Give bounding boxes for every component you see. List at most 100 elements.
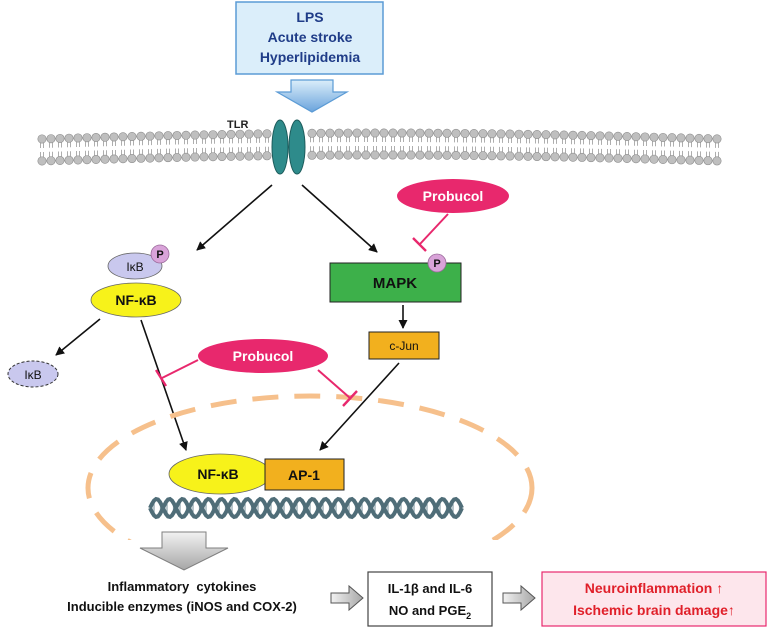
lipid-head	[226, 151, 236, 161]
lipid-head	[253, 151, 263, 161]
lipid-head	[667, 155, 677, 165]
arrow-cjun-to-ap1	[319, 362, 400, 451]
lipid-head	[640, 132, 650, 142]
lipid-head	[100, 132, 110, 142]
lipid-head	[217, 152, 227, 162]
lipid-head	[118, 132, 128, 142]
output-step3-line2: Ischemic brain damage↑	[573, 602, 735, 618]
lipid-head	[550, 130, 560, 140]
ikb-released-node: IκB	[7, 360, 59, 388]
lipid-head	[379, 150, 389, 160]
nucleus-output-arrow	[139, 531, 229, 571]
lipid-head	[208, 130, 218, 140]
probucol-label-top: Probucol	[423, 188, 484, 204]
lipid-head	[451, 150, 461, 160]
lipid-head	[316, 150, 326, 160]
nfkb-node: NF-κB	[90, 282, 182, 318]
lipid-head	[631, 154, 641, 164]
lipid-head	[262, 151, 272, 161]
lipid-head	[199, 152, 209, 162]
lipid-head	[559, 130, 569, 140]
ap1-node: AP-1	[264, 458, 345, 491]
output-step1-line1: Inflammatory cytokines	[108, 579, 257, 594]
lipid-head	[442, 150, 452, 160]
lipid-head	[406, 128, 416, 138]
lipid-head	[460, 128, 470, 138]
lipid-head	[73, 133, 83, 143]
lipid-head	[442, 128, 452, 138]
lipid-head	[622, 154, 632, 164]
ikb-released-label: IκB	[24, 368, 41, 382]
lipid-head	[658, 154, 668, 164]
inhibit-line-mapk	[412, 213, 449, 252]
ikb-label: IκB	[126, 260, 143, 274]
lipid-head	[433, 150, 443, 160]
lipid-head	[64, 133, 74, 143]
lipid-head	[595, 153, 605, 163]
tlr-label: TLR	[227, 119, 248, 131]
lipid-head	[712, 156, 722, 166]
lipid-head	[586, 153, 596, 163]
lipid-head	[658, 132, 668, 142]
lipid-head	[667, 133, 677, 143]
lipid-head	[604, 153, 614, 163]
svg-text:P: P	[433, 258, 440, 270]
lipid-head	[676, 155, 686, 165]
lipid-head	[163, 131, 173, 141]
lipid-head	[487, 129, 497, 139]
nfkb-nuclear-node: NF-κB	[168, 453, 272, 495]
lipid-head	[217, 130, 227, 140]
inhibit-line-ap1	[317, 369, 358, 407]
lipid-head	[127, 132, 137, 142]
lipid-head	[640, 154, 650, 164]
probucol-mapk-inhibitor: Probucol	[397, 179, 509, 213]
lipid-head	[694, 155, 704, 165]
cell-membrane	[37, 128, 722, 166]
lipid-head	[181, 152, 191, 162]
lipid-head	[469, 151, 479, 161]
lipid-head	[64, 155, 74, 165]
lipid-head	[55, 133, 65, 143]
lipid-head	[46, 156, 56, 166]
lipid-head	[424, 128, 434, 138]
lipid-head	[397, 150, 407, 160]
lipid-head	[109, 154, 119, 164]
lipid-head	[541, 152, 551, 162]
lipid-head	[712, 134, 722, 144]
lipid-head	[127, 154, 137, 164]
lipid-head	[37, 134, 47, 144]
lipid-head	[181, 130, 191, 140]
trigger-line-lps: LPS	[296, 9, 323, 25]
nfkb-label: NF-κB	[115, 292, 156, 308]
output-step2-line1: IL-1β and IL-6	[388, 581, 473, 596]
output-step2-line2: NO and PGE2	[389, 603, 471, 621]
lipid-head	[253, 129, 263, 139]
lipid-head	[514, 129, 524, 139]
lipid-head	[172, 130, 182, 140]
lipid-head	[460, 150, 470, 160]
svg-text:P: P	[156, 249, 163, 261]
lipid-head	[325, 128, 335, 138]
arrow-tlr-to-nfkb	[196, 184, 273, 251]
lipid-head	[343, 150, 353, 160]
lipid-head	[577, 152, 587, 162]
trigger-box: LPS Acute stroke Hyperlipidemia	[235, 1, 384, 75]
lipid-head	[352, 128, 362, 138]
cjun-node: c-Jun	[368, 331, 440, 360]
output-step3-box: Neuroinflammation ↑ Ischemic brain damag…	[541, 571, 767, 627]
lipid-head	[604, 131, 614, 141]
lipid-head	[388, 128, 398, 138]
lipid-head	[568, 152, 578, 162]
ap1-label: AP-1	[288, 467, 320, 483]
nfkb-nuclear-label: NF-κB	[197, 466, 238, 482]
probucol-label-middle: Probucol	[233, 348, 294, 364]
lipid-head	[343, 128, 353, 138]
ikb-node: IκB	[107, 252, 163, 280]
lipid-head	[505, 129, 515, 139]
lipid-head	[649, 154, 659, 164]
trigger-line-hyperlipidemia: Hyperlipidemia	[260, 49, 361, 65]
mapk-label: MAPK	[373, 275, 417, 292]
lipid-head	[145, 131, 155, 141]
lipid-head	[262, 129, 272, 139]
lipid-head	[307, 128, 317, 138]
